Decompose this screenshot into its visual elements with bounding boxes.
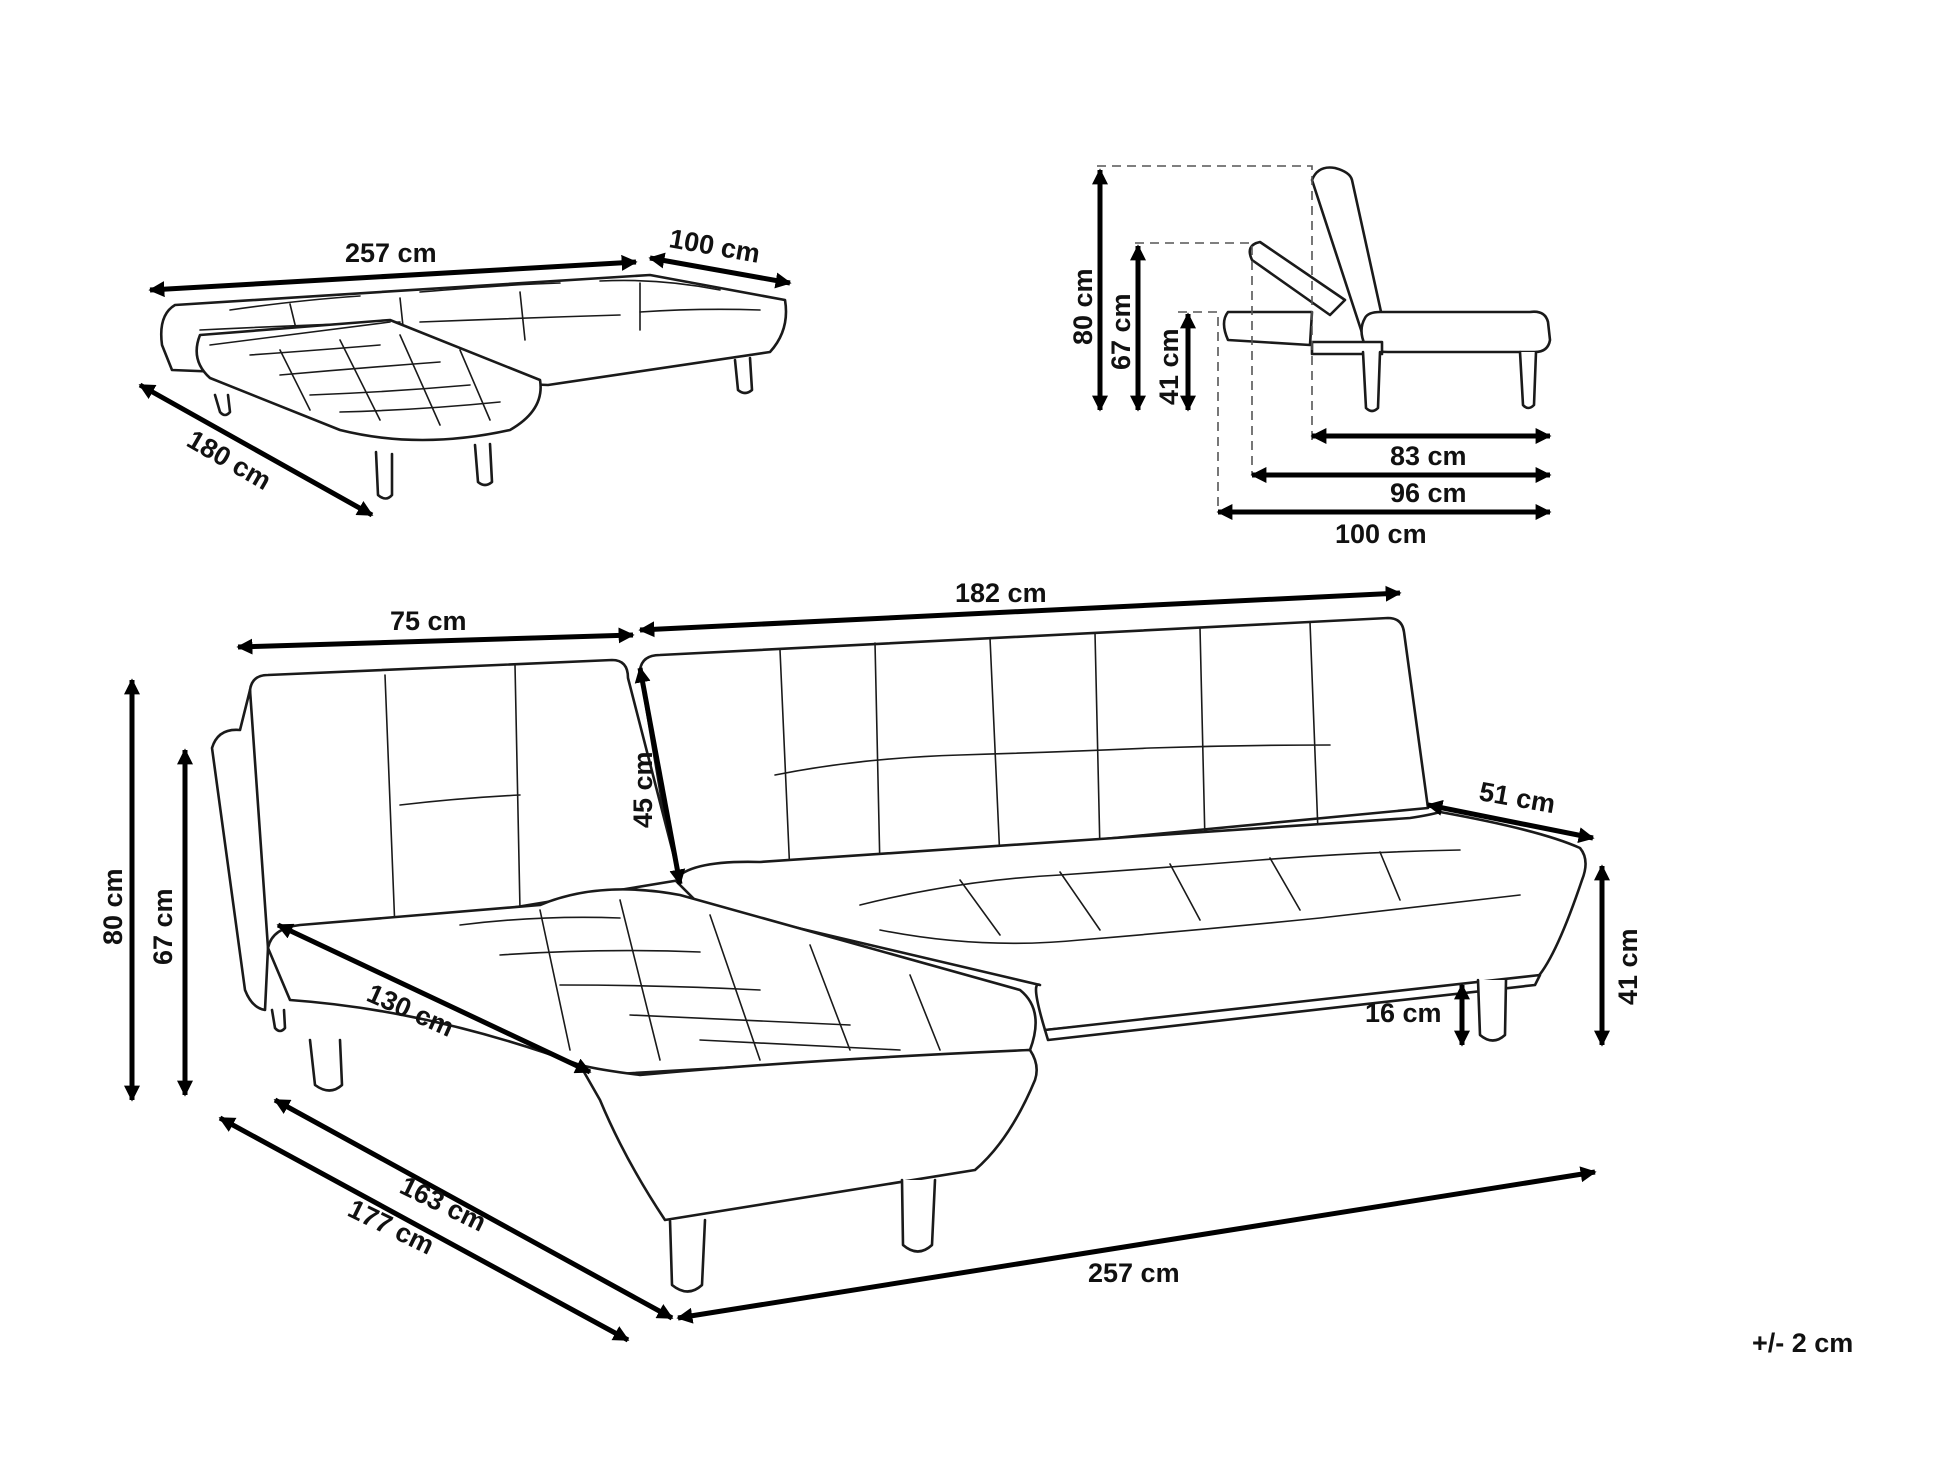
main-back-height-label: 45 cm (628, 751, 658, 828)
main-leg-height-label: 16 cm (1365, 998, 1442, 1028)
main-sofa-back-label: 182 cm (955, 578, 1047, 608)
main-total-width-label: 257 cm (1088, 1258, 1180, 1288)
main-seat-height-label: 41 cm (1613, 928, 1643, 1005)
top-width-arrow (148, 254, 638, 298)
side-profile-view: 80 cm 67 cm 41 cm 83 cm 96 cm 100 cm (1068, 165, 1552, 549)
main-total-height-label: 80 cm (98, 868, 128, 945)
main-back-height-arrow (634, 666, 686, 886)
main-sofa-view: 75 cm 182 cm 45 cm 51 cm 80 cm 67 cm 41 … (98, 578, 1643, 1343)
flat-bed-view: 257 cm 100 cm 180 cm (138, 223, 792, 518)
side-depth-mid-label: 96 cm (1390, 478, 1467, 508)
main-depth-outer-arrow (218, 1115, 630, 1343)
top-width-label: 257 cm (345, 238, 437, 268)
side-seat-depth-label: 83 cm (1390, 441, 1467, 471)
top-depth-arrow (138, 382, 374, 518)
main-arm-depth-arrow (1426, 799, 1595, 844)
main-chaise-length-arrow (276, 922, 592, 1075)
side-back-height-label: 67 cm (1106, 293, 1136, 370)
main-total-width-arrow (676, 1166, 1597, 1324)
tolerance-note: +/- 2 cm (1752, 1328, 1854, 1358)
main-chaise-back-label: 75 cm (390, 606, 467, 636)
side-depth-full-label: 100 cm (1335, 519, 1427, 549)
main-arm-depth-label: 51 cm (1477, 776, 1558, 819)
top-chaise-arrow (648, 252, 792, 289)
side-seat-height-label: 41 cm (1154, 328, 1184, 405)
main-sofa-back-arrow (638, 585, 1402, 638)
main-back-top-height-label: 67 cm (148, 888, 178, 965)
main-chaise-back-arrow (236, 627, 635, 655)
side-total-height-label: 80 cm (1068, 268, 1098, 345)
